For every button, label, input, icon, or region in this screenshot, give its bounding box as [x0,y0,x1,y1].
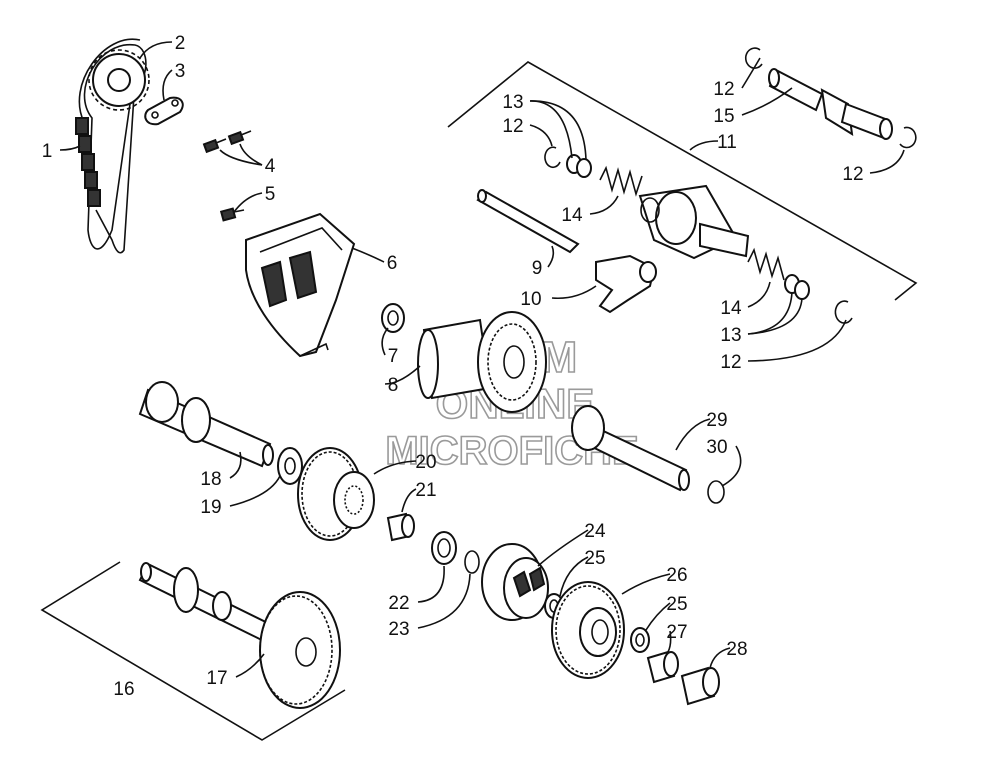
callout-19: 19 [200,497,221,518]
countershaft [138,381,274,468]
screw [219,207,245,222]
retaining-clip-top-left [744,47,763,69]
callout-12: 12 [502,116,523,137]
shift-rod [476,189,580,254]
callout-12: 12 [713,79,734,100]
callout-12: 12 [842,164,863,185]
shift-collar-24 [481,543,549,621]
washer-25-b [630,627,650,653]
main-gear-17 [259,591,341,709]
callout-14: 14 [561,205,583,226]
output-shaft-gear [417,311,547,413]
leader-lines [59,41,905,678]
callout-4: 4 [265,156,276,177]
group-bracket-16 [40,561,346,741]
bushing-21 [386,512,415,542]
reverse-gear-26 [551,581,625,679]
callout-25: 25 [584,548,605,569]
shift-shaft [768,68,893,140]
washers-13-upper [566,154,592,178]
washers-13-lower [784,274,810,300]
input-shaft-29 [571,405,690,492]
callout-30: 30 [706,437,727,458]
callout-23: 23 [388,619,409,640]
callout-14: 14 [720,298,742,319]
callout-13: 13 [502,92,523,113]
callout-18: 18 [200,469,221,490]
callout-labels: 1234567891011121513121214141312293018192… [42,33,864,700]
shift-drum-assembly [638,184,750,260]
callout-25: 25 [666,594,687,615]
retaining-clip-lower-right [834,300,853,324]
cap-screws [202,130,252,154]
spring-lower [747,247,785,281]
callout-6: 6 [387,253,398,274]
spring-upper [599,165,643,197]
callout-1: 1 [42,141,53,162]
callout-8: 8 [388,375,399,396]
callout-17: 17 [206,668,227,689]
chain-cover [245,212,356,358]
group-bracket-11 [447,61,918,301]
callout-12: 12 [720,352,741,373]
drive-sprocket [88,49,150,111]
callout-3: 3 [175,61,186,82]
callout-10: 10 [520,289,541,310]
callout-16: 16 [113,679,134,700]
washer-7 [381,303,405,333]
callout-21: 21 [415,480,436,501]
callout-29: 29 [706,410,727,431]
snap-ring-23 [464,550,480,574]
retaining-clip-upper-left [544,146,561,169]
callout-27: 27 [666,622,687,643]
thrust-washer-19 [277,447,303,485]
callout-28: 28 [726,639,747,660]
keyed-washer-22 [431,531,457,565]
driven-gear-20 [297,447,375,541]
callout-2: 2 [175,33,186,54]
callout-15: 15 [713,106,734,127]
callout-7: 7 [388,346,399,367]
needle-bearing-27 [646,650,679,684]
retaining-clip-top-right [899,126,917,149]
shift-fork [595,254,657,314]
callout-13: 13 [720,325,741,346]
callout-24: 24 [584,521,606,542]
callout-5: 5 [265,184,276,205]
callout-26: 26 [666,565,687,586]
snap-ring-30 [707,480,725,504]
callout-11: 11 [717,132,737,153]
callout-9: 9 [532,258,543,279]
bushing-28 [680,666,720,706]
callout-20: 20 [415,452,436,473]
sprocket-lock-plate [144,96,184,126]
callout-22: 22 [388,593,409,614]
